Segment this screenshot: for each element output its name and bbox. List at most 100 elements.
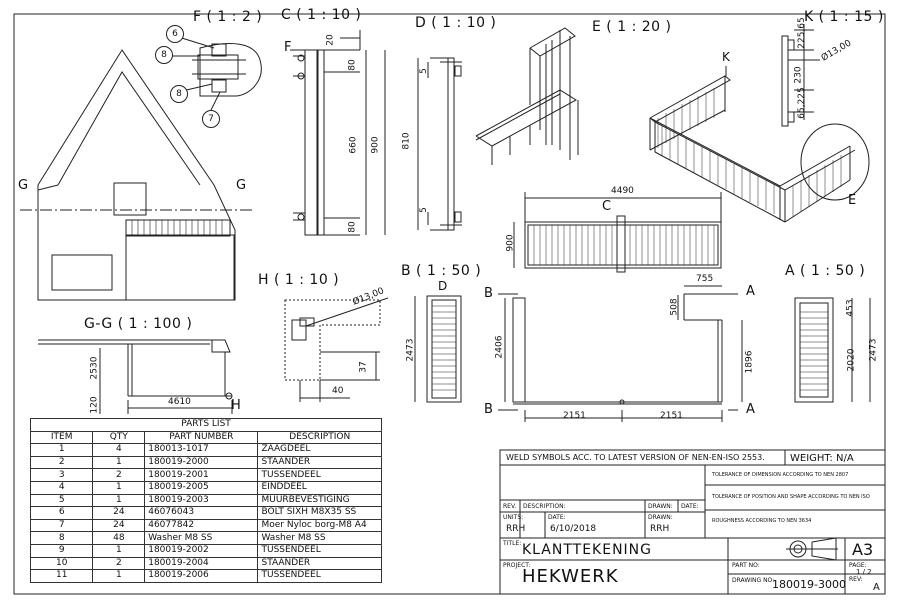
view-title-k: K ( 1 : 15 ) [804, 9, 884, 25]
parts-list-cell: 1 [92, 480, 146, 495]
parts-list-cell: 180019-2004 [144, 556, 259, 571]
rev-no-label: REV: [849, 576, 863, 583]
detail-marker-k: K [722, 50, 731, 64]
view-title-c: C ( 1 : 10 ) [281, 7, 362, 23]
parts-list-cell: 6 [29, 506, 94, 520]
parts-list-cell: MUURBEVESTIGING [257, 493, 382, 508]
parts-list-cell: 24 [92, 506, 146, 520]
balloon-item-7: 7 [202, 110, 220, 128]
dim-a-453: 453 [845, 299, 856, 317]
view-title-b: B ( 1 : 50 ) [401, 263, 482, 279]
project-label: PROJECT: [503, 562, 531, 569]
units-value: RRH [506, 524, 526, 534]
detail-h-view [284, 297, 389, 402]
parts-list-header-cell: ITEM [29, 430, 94, 445]
detail-d-view [417, 57, 462, 231]
weld-symbols-note: WELD SYMBOLS ACC. TO LATEST VERSION OF N… [506, 453, 765, 462]
parts-list-cell: 1 [92, 455, 146, 470]
plan-view-c [513, 192, 722, 273]
view-marker-d: D [438, 279, 448, 293]
roughness-note: ROUGHNESS ACCORDING TO NEN 3634 [712, 518, 812, 524]
parts-list-cell: 7 [29, 518, 94, 533]
dim-b-2406: 2406 [494, 335, 505, 359]
sheet-size: A3 [852, 540, 874, 559]
date-value: 6/10/2018 [550, 524, 597, 534]
parts-list-cell: 46077842 [144, 518, 259, 533]
parts-list-cell: 5 [29, 493, 94, 508]
units-label: UNITS: [503, 514, 524, 521]
dim-a-2473: 2473 [868, 338, 879, 362]
dim-gg-2530: 2530 [89, 356, 100, 380]
parts-list-cell: Washer M8 SS [144, 531, 259, 545]
dim-h-40: 40 [332, 386, 344, 396]
elevation-view-a [794, 297, 871, 403]
dim-gg-120: 120 [89, 396, 100, 414]
view-marker-b-bottom: B [484, 402, 494, 417]
drawn-value: RRH [650, 524, 670, 534]
detail-k-view [781, 24, 820, 127]
dim-d-810: 810 [401, 132, 412, 150]
parts-list-cell: 48 [92, 531, 146, 545]
drawing-no-label: DRAWING NO: [732, 577, 775, 584]
elevation-view-d [414, 295, 462, 403]
parts-list-cell: 180019-2005 [144, 480, 259, 495]
detail-c-view [290, 30, 386, 236]
parts-list-cell: 1 [92, 493, 146, 508]
parts-list-cell: 3 [29, 468, 94, 482]
parts-list-cell: TUSSENDEEL [257, 543, 382, 558]
date-label: DATE: [681, 503, 699, 510]
sheet-border [13, 13, 886, 595]
parts-list-cell: Moer Nyloc borg-M8 A4 [257, 518, 382, 533]
parts-list-cell: 8 [29, 531, 94, 545]
detail-f-view [171, 34, 262, 113]
parts-list-cell: 1 [29, 443, 94, 457]
parts-list-cell: 4 [92, 443, 146, 457]
dim-h-37: 37 [358, 361, 369, 373]
rev-no-value: A [873, 582, 880, 593]
dim-c-900-side: 900 [505, 234, 516, 252]
title-label: TITLE: [503, 540, 522, 547]
parts-list-cell: BOLT SIXH M8X35 SS [257, 506, 382, 520]
view-marker-b-top: B [484, 286, 494, 301]
view-title-e: E ( 1 : 20 ) [592, 19, 672, 35]
weight-field: WEIGHT: N/A [790, 453, 854, 464]
parts-list-cell: 10 [29, 556, 94, 571]
dim-a-2020: 2020 [846, 348, 857, 372]
balloon-item-6: 6 [166, 25, 184, 43]
dim-c-20: 20 [325, 34, 336, 46]
parts-list-cell: 2 [92, 468, 146, 482]
parts-list-cell: TUSSENDEEL [257, 468, 382, 482]
parts-list-header-cell: DESCRIPTION [257, 430, 382, 445]
view-title-h: H ( 1 : 10 ) [258, 272, 340, 288]
dim-b-2151-left: 2151 [563, 411, 586, 421]
dim-b-1896: 1896 [744, 350, 755, 374]
dim-c-80-top: 80 [347, 59, 358, 71]
parts-list-cell: 9 [29, 543, 94, 558]
parts-list-cell: Washer M8 SS [257, 531, 382, 545]
rev-label: REV. [503, 503, 517, 510]
dim-k-65-225: 65,225 [796, 87, 807, 119]
parts-list-cell: EINDDEEL [257, 480, 382, 495]
drawn-label: DRAWN: [648, 503, 673, 510]
dim-c-900: 900 [370, 136, 381, 154]
parts-list-title: PARTS LIST [30, 418, 382, 432]
detail-e-view [475, 27, 579, 165]
dim-c-80-bottom: 80 [347, 221, 358, 233]
detail-marker-f: F [284, 40, 292, 55]
parts-list-cell: 1 [92, 543, 146, 558]
parts-list-cell: 180019-2001 [144, 468, 259, 482]
part-no-label: PART NO: [732, 562, 760, 569]
date-value-label: DATE: [548, 514, 566, 521]
section-marker-g-right: G [236, 178, 247, 193]
